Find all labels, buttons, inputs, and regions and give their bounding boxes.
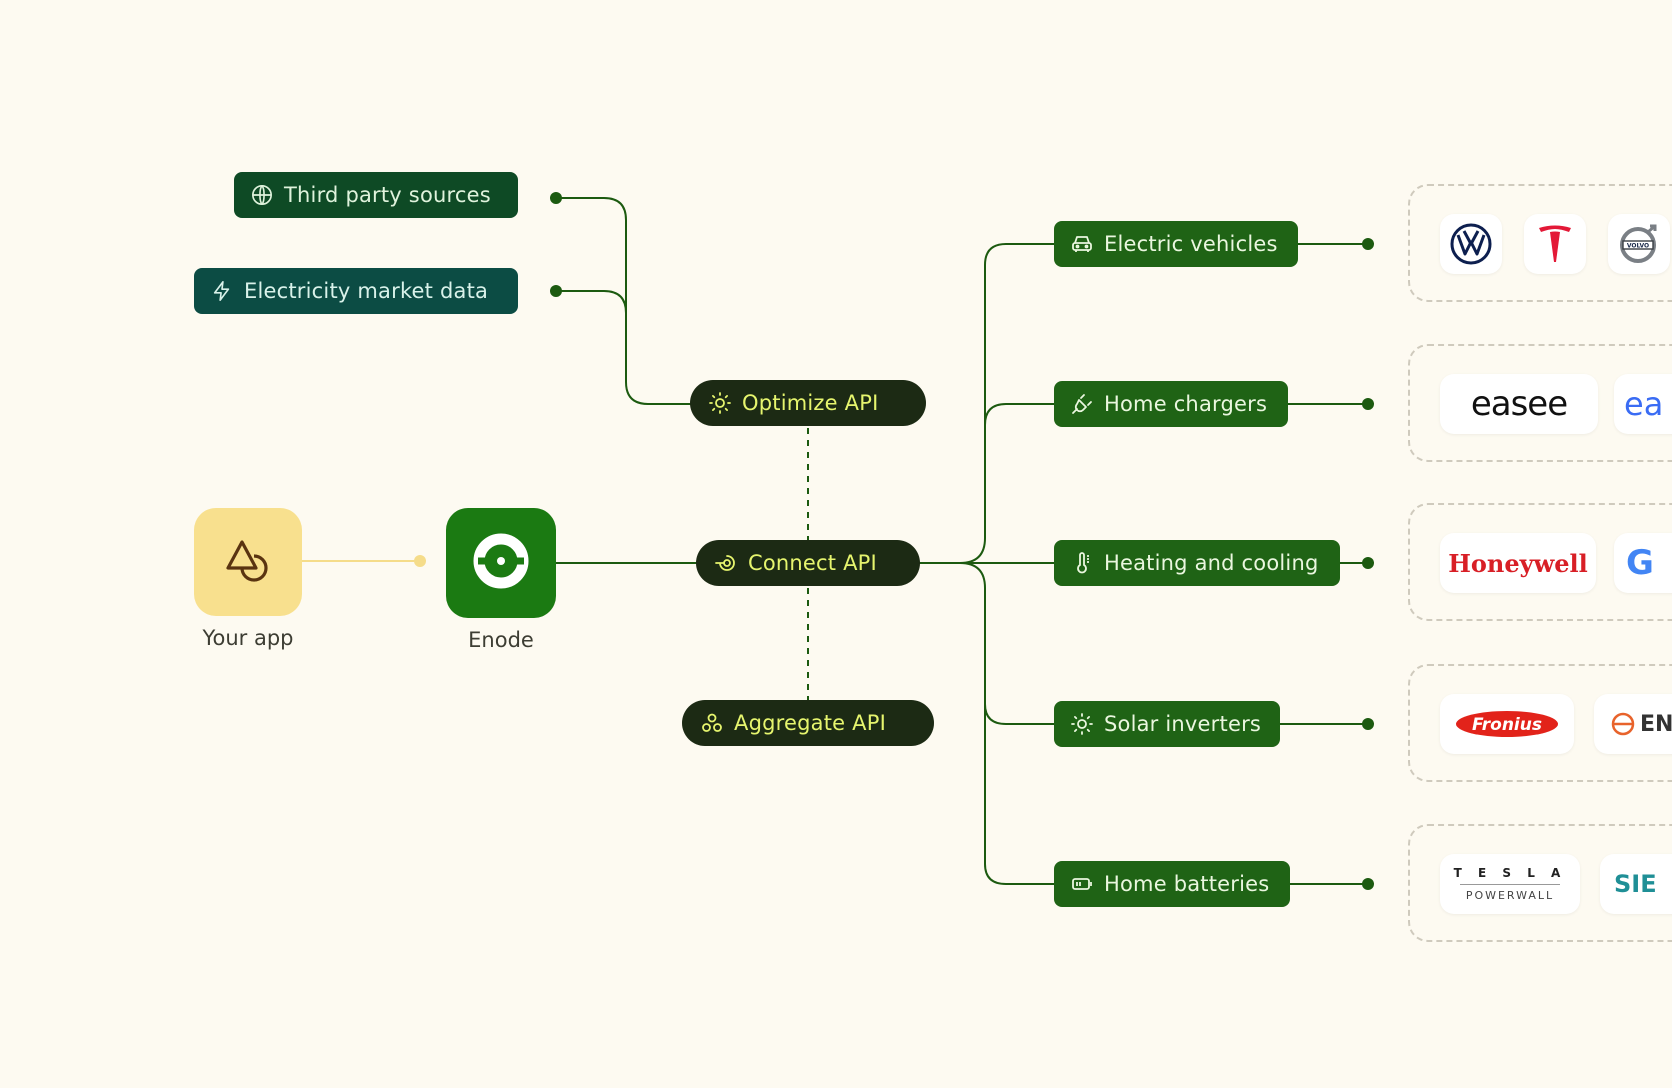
google-logo: G: [1614, 533, 1672, 593]
your-app-label: Your app: [202, 626, 294, 650]
category-home-chargers[interactable]: Home chargers: [1054, 381, 1288, 427]
brand-row-electric-vehicles: VOLVO: [1408, 184, 1672, 302]
optimize-api[interactable]: Optimize API: [690, 380, 926, 426]
car-icon: [1070, 232, 1094, 256]
category-dot-chargers: [1362, 398, 1374, 410]
api-label: Optimize API: [742, 391, 879, 415]
source-label: Third party sources: [284, 183, 491, 207]
svg-text:VOLVO: VOLVO: [1627, 243, 1649, 250]
volvo-logo: VOLVO: [1608, 214, 1670, 274]
volkswagen-logo: [1440, 214, 1502, 274]
tesla-logo: [1524, 214, 1586, 274]
enode-tile[interactable]: [446, 508, 556, 618]
brand-row-home-batteries: T E S L A POWERWALL SIE: [1408, 824, 1672, 942]
category-label: Home chargers: [1104, 392, 1268, 416]
category-electric-vehicles[interactable]: Electric vehicles: [1054, 221, 1298, 267]
fronius-logo: Fronius: [1440, 694, 1574, 754]
brand-row-heating-and-cooling: Honeywell G: [1408, 503, 1672, 621]
your-app-dot: [414, 555, 426, 567]
api-label: Aggregate API: [734, 711, 886, 735]
aggregate-api[interactable]: Aggregate API: [682, 700, 934, 746]
tesla-powerwall-logo: T E S L A POWERWALL: [1440, 854, 1580, 914]
sun-icon: [708, 391, 732, 415]
category-label: Home batteries: [1104, 872, 1270, 896]
category-dot-ev: [1362, 238, 1374, 250]
category-label: Heating and cooling: [1104, 551, 1319, 575]
lightning-icon: [210, 279, 234, 303]
brand-row-home-chargers: easee ea: [1408, 344, 1672, 462]
category-label: Electric vehicles: [1104, 232, 1278, 256]
partial-charger-logo: ea: [1614, 374, 1672, 434]
source-dot-third-party: [550, 192, 562, 204]
sun-icon: [1070, 712, 1094, 736]
easee-logo: easee: [1440, 374, 1598, 434]
aggregate-icon: [700, 711, 724, 735]
connect-api[interactable]: Connect API: [696, 540, 920, 586]
connect-icon: [714, 551, 738, 575]
your-app-tile[interactable]: [194, 508, 302, 616]
enode-label: Enode: [468, 628, 534, 652]
source-third-party-sources[interactable]: Third party sources: [234, 172, 518, 218]
enode-logo-icon: [470, 530, 532, 596]
source-label: Electricity market data: [244, 279, 489, 303]
category-dot-batteries: [1362, 878, 1374, 890]
honeywell-logo: Honeywell: [1440, 533, 1596, 593]
category-label: Solar inverters: [1104, 712, 1262, 736]
partial-solar-logo: EN: [1594, 694, 1672, 754]
api-label: Connect API: [748, 551, 877, 575]
battery-icon: [1070, 872, 1094, 896]
category-dot-solar: [1362, 718, 1374, 730]
shapes-icon: [222, 534, 274, 590]
source-dot-market: [550, 285, 562, 297]
category-home-batteries[interactable]: Home batteries: [1054, 861, 1290, 907]
brand-row-solar-inverters: Fronius EN: [1408, 664, 1672, 782]
source-electricity-market-data[interactable]: Electricity market data: [194, 268, 518, 314]
thermometer-icon: [1070, 551, 1094, 575]
fronius-text: Fronius: [1472, 715, 1542, 735]
siemens-logo: SIE: [1600, 854, 1672, 914]
partial-solar-mark: [1611, 712, 1635, 736]
plug-icon: [1070, 392, 1094, 416]
globe-icon: [250, 183, 274, 207]
category-solar-inverters[interactable]: Solar inverters: [1054, 701, 1280, 747]
category-heating-and-cooling[interactable]: Heating and cooling: [1054, 540, 1340, 586]
category-dot-heating: [1362, 557, 1374, 569]
